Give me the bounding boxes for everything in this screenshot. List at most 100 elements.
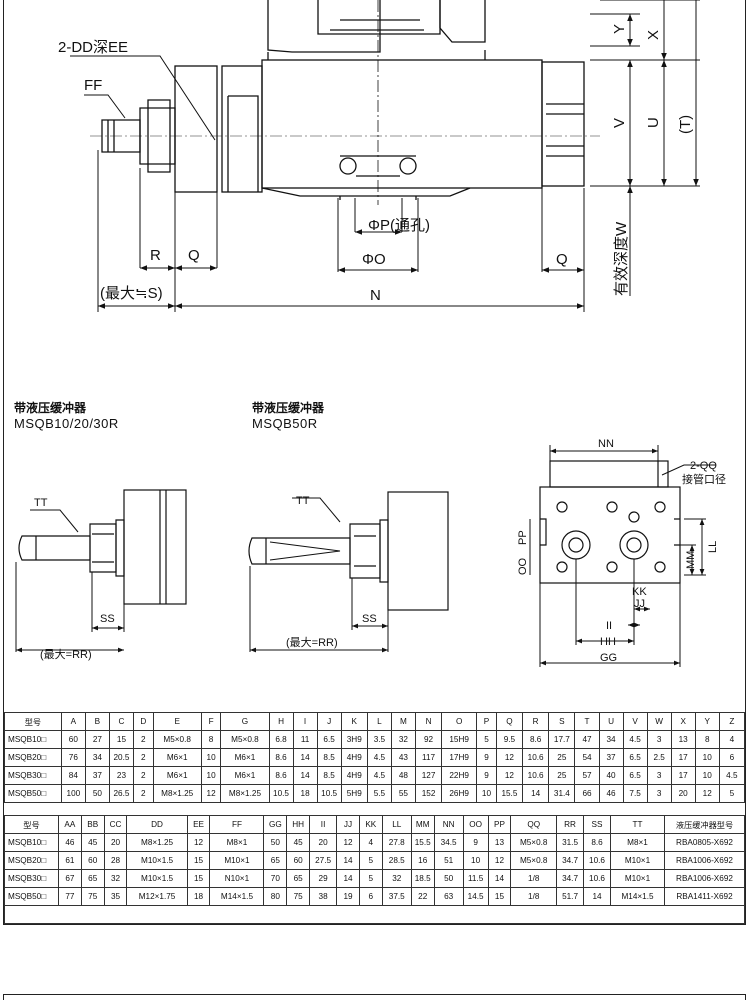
value-cell: 9: [476, 766, 497, 785]
value-cell: 63: [433, 887, 464, 906]
value-cell: 22: [410, 887, 435, 906]
value-cell: 32: [390, 730, 416, 749]
value-cell: 4.5: [622, 730, 648, 749]
value-cell: 20.5: [108, 748, 134, 767]
column-header: 型号: [4, 815, 59, 834]
end-label-qq: 2-QQ: [690, 460, 717, 472]
column-header: V: [622, 712, 648, 731]
end-label-qq-note: 接管口径: [682, 472, 726, 486]
value-cell: 7.5: [622, 784, 648, 803]
value-cell: 61: [57, 851, 82, 870]
value-cell: 2: [132, 784, 154, 803]
value-cell: 50: [263, 833, 288, 852]
column-header: I: [292, 712, 318, 731]
column-header: L: [366, 712, 392, 731]
large-label-ss: SS: [362, 613, 377, 625]
value-cell: 6.5: [316, 730, 342, 749]
end-label-jj: JJ: [634, 598, 645, 610]
value-cell: 100: [60, 784, 86, 803]
value-cell: 10: [462, 851, 489, 870]
value-cell: 80: [263, 887, 288, 906]
end-plate-right: [541, 61, 585, 187]
value-cell: 4: [718, 730, 746, 749]
value-cell: 14: [487, 869, 512, 888]
value-cell: 6.5: [622, 748, 648, 767]
value-cell: M5×0.8: [510, 833, 558, 852]
value-cell: 12: [487, 851, 512, 870]
value-cell: 65: [286, 869, 311, 888]
value-cell: M5×0.8: [510, 851, 558, 870]
column-header: C: [108, 712, 134, 731]
column-header: D: [132, 712, 154, 731]
value-cell: 8.6: [268, 766, 294, 785]
value-cell: 8.6: [583, 833, 612, 852]
value-cell: 6: [718, 748, 746, 767]
value-cell: 37.5: [381, 887, 412, 906]
model-cell: MSQB20□: [4, 851, 59, 870]
value-cell: 4H9: [340, 766, 368, 785]
value-cell: 14: [292, 766, 318, 785]
value-cell: M10×1.5: [126, 869, 188, 888]
label-u: U: [645, 117, 662, 128]
end-label-nn: NN: [598, 438, 614, 450]
value-cell: 75: [80, 887, 105, 906]
buffer-large-title: 带液压缓冲器: [252, 401, 325, 415]
column-header: M: [390, 712, 416, 731]
buffer-large-heading: 带液压缓冲器 MSQB50R: [252, 400, 324, 432]
value-cell: 35: [103, 887, 128, 906]
value-cell: 67: [57, 869, 82, 888]
value-cell: 10: [476, 784, 497, 803]
value-cell: M8×1: [610, 833, 665, 852]
label-x: X: [645, 30, 662, 40]
value-cell: 65: [80, 869, 105, 888]
value-cell: M8×1.25: [126, 833, 188, 852]
value-cell: 14: [336, 851, 360, 870]
value-cell: 10: [200, 766, 222, 785]
value-cell: 27: [84, 730, 110, 749]
value-cell: 6.5: [622, 766, 648, 785]
value-cell: 1/8: [510, 869, 558, 888]
column-header: O: [441, 712, 478, 731]
value-cell: 8.6: [268, 748, 294, 767]
value-cell: 28: [103, 851, 128, 870]
end-label-gg: GG: [600, 652, 617, 664]
value-cell: M14×1.5: [209, 887, 265, 906]
column-header: II: [309, 815, 338, 834]
value-cell: 26.5: [108, 784, 134, 803]
value-cell: 23: [108, 766, 134, 785]
value-cell: 3H9: [340, 730, 368, 749]
column-header: B: [84, 712, 110, 731]
model-cell: MSQB50□: [4, 887, 59, 906]
value-cell: 12: [186, 833, 211, 852]
value-cell: 3: [646, 730, 672, 749]
model-cell: MSQB50□: [4, 784, 62, 803]
value-cell: N10×1: [209, 869, 265, 888]
buffer-small-drawing: TT SS (最大=RR): [15, 489, 187, 661]
label-y: Y: [611, 24, 628, 34]
end-label-oo: OO: [517, 557, 529, 575]
value-cell: 4: [358, 833, 383, 852]
value-cell: 15: [186, 869, 211, 888]
value-cell: 65: [263, 851, 288, 870]
value-cell: 92: [414, 730, 443, 749]
end-label-hh: HH: [600, 636, 616, 648]
top-drawing: 2-DD深EE FF R Q (最大≒S) ΦP(通孔) ΦO N Q Y X …: [58, 0, 700, 312]
column-header: CC: [103, 815, 128, 834]
column-header: DD: [126, 815, 188, 834]
value-cell: 32: [103, 869, 128, 888]
column-header: PP: [487, 815, 512, 834]
label-w: 有效深度W: [613, 221, 630, 296]
value-cell: M10×1.5: [126, 851, 188, 870]
stopper-bolt: [101, 119, 141, 153]
column-header: FF: [209, 815, 265, 834]
value-cell: 27.8: [381, 833, 412, 852]
value-cell: 10.6: [583, 869, 612, 888]
blank-cell: [4, 905, 745, 924]
value-cell: 84: [60, 766, 86, 785]
value-cell: 8: [694, 730, 720, 749]
value-cell: 18: [292, 784, 318, 803]
column-header: Y: [694, 712, 720, 731]
value-cell: 15: [487, 887, 512, 906]
label-q-left: Q: [188, 247, 200, 264]
